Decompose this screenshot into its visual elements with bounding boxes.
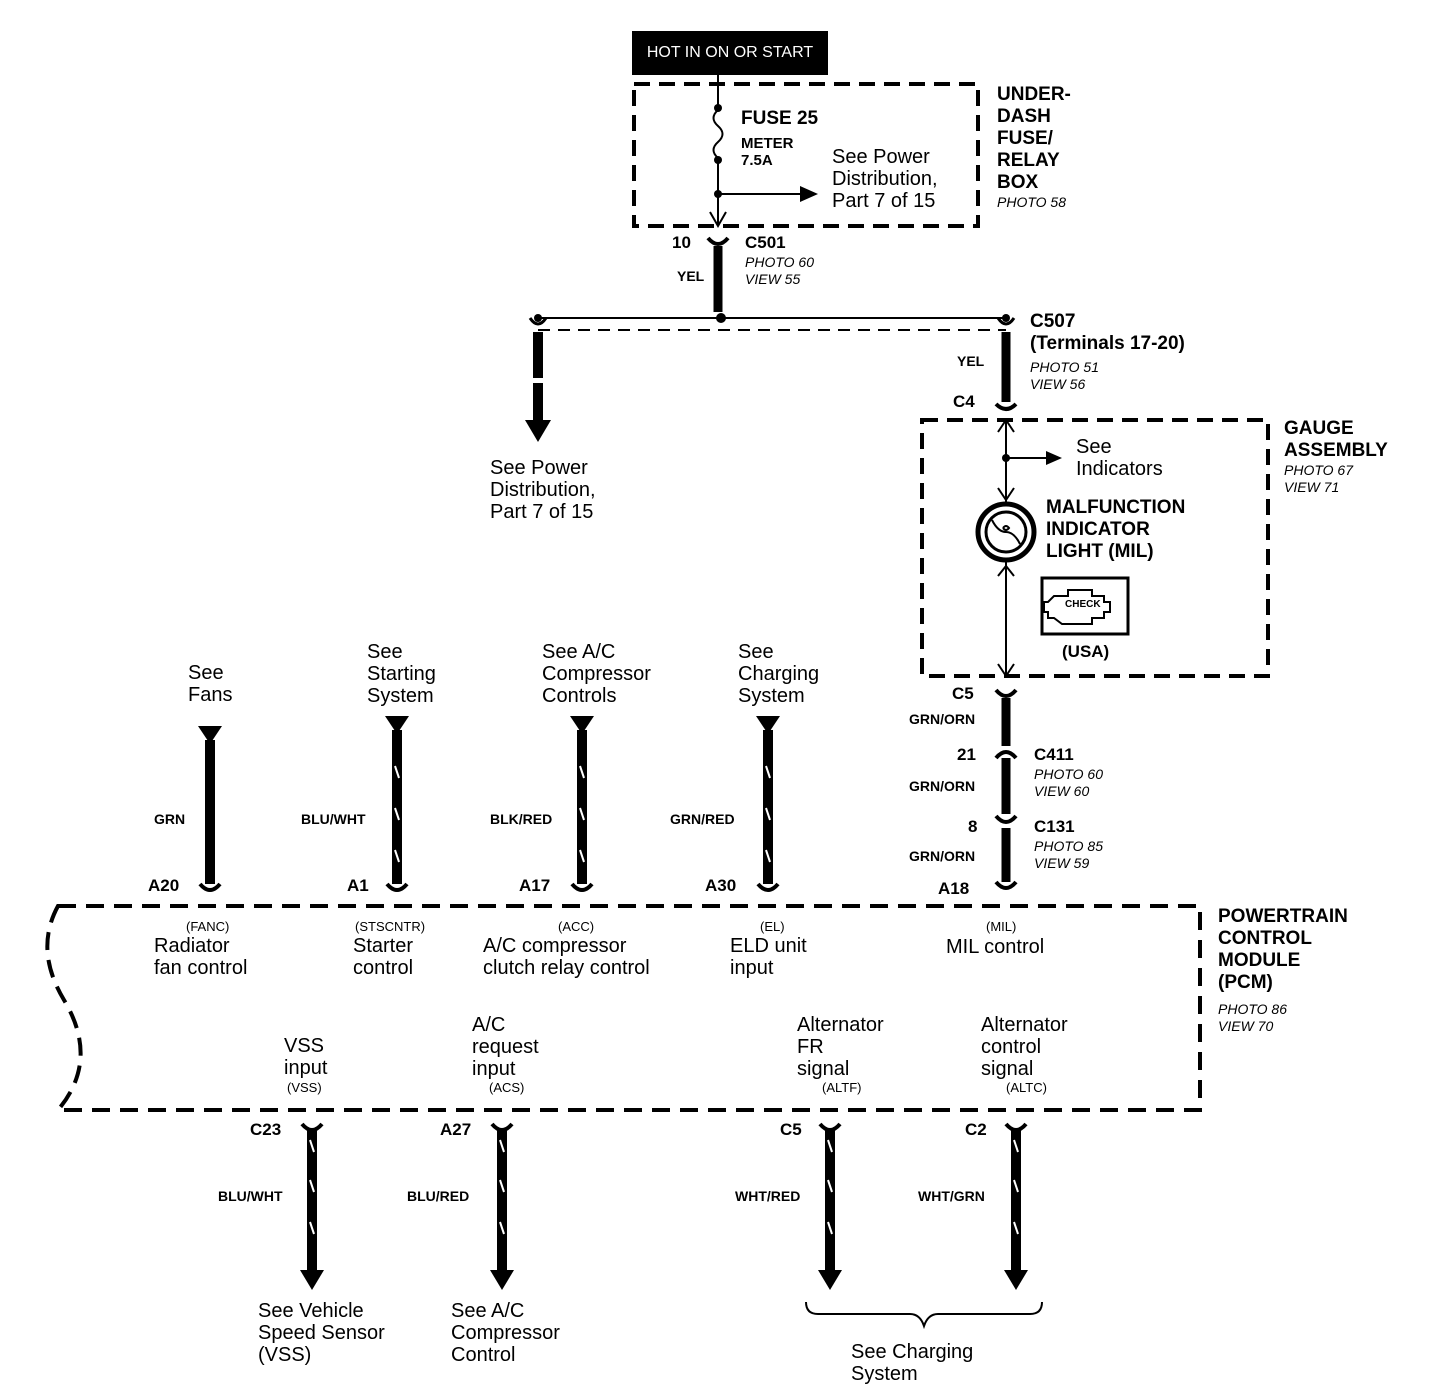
mil-control: MIL control <box>946 936 1045 958</box>
ac-clutch-relay-control: A/C compressor clutch relay control <box>483 935 650 979</box>
check-engine-text: CHECK <box>1065 599 1101 610</box>
check-engine-icon <box>1040 576 1130 636</box>
a27-pin: A27 <box>440 1120 472 1139</box>
c5-wire-color: GRN/ORN <box>909 711 976 727</box>
arrow-down-icon <box>300 1270 324 1290</box>
a1-wire-color: BLU/WHT <box>301 811 366 827</box>
a27-wire-color: BLU/RED <box>407 1188 470 1204</box>
underdash-fuse-box <box>632 82 980 228</box>
a18-pin: A18 <box>938 879 970 898</box>
c2-pin: C2 <box>965 1120 987 1139</box>
fuse-label: FUSE 25 <box>741 108 819 129</box>
c131-wire-color: GRN/ORN <box>909 848 976 864</box>
c501-label: C501 <box>745 233 786 252</box>
charging-system-ref-top: See Charging System <box>738 641 820 707</box>
vss-abbr: (VSS) <box>287 1080 322 1095</box>
wire-c2 <box>1004 1122 1028 1290</box>
altc-abbr: (ALTC) <box>1006 1080 1047 1095</box>
pcm-outline <box>45 904 1202 1112</box>
starter-control: Starter control <box>353 935 414 979</box>
ac-request-input: A/C request input <box>472 1014 539 1080</box>
starting-system-ref: See Starting System <box>367 641 436 707</box>
vss-ref: See Vehicle Speed Sensor (VSS) <box>258 1300 385 1366</box>
usa-label: (USA) <box>1062 642 1110 661</box>
charging-brace <box>805 1301 1043 1330</box>
wire-c23 <box>300 1122 324 1290</box>
arrow-down-icon <box>818 1270 842 1290</box>
a17-pin: A17 <box>519 876 551 895</box>
arrow-down-icon <box>525 420 551 442</box>
a1-pin: A1 <box>347 876 369 895</box>
c411-label: C411 <box>1034 745 1074 764</box>
c5-connector-label: C5 <box>952 684 974 703</box>
underdash-title: UNDER- DASH FUSE/ RELAY BOX <box>997 84 1071 193</box>
pcm-ref: PHOTO 86 VIEW 70 <box>1218 1001 1287 1034</box>
a30-wire-color: GRN/RED <box>670 811 735 827</box>
alternator-control-signal: Alternator control signal <box>981 1014 1068 1080</box>
c411-ref: PHOTO 60 VIEW 60 <box>1034 766 1103 799</box>
eld-unit-input: ELD unit input <box>730 935 807 979</box>
c507-ref: PHOTO 51 VIEW 56 <box>1030 359 1099 392</box>
c411-pin: 21 <box>957 745 976 764</box>
a20-pin: A20 <box>148 876 180 895</box>
gauge-assembly-box <box>920 418 1270 678</box>
radiator-fan-control: Radiator fan control <box>154 935 248 979</box>
acs-abbr: (ACS) <box>489 1080 525 1095</box>
acc-abbr: (ACC) <box>558 919 595 934</box>
underdash-photo: PHOTO 58 <box>997 194 1066 210</box>
c507-wire-color: YEL <box>957 353 985 369</box>
c23-pin: C23 <box>250 1120 282 1139</box>
fans-ref: See Fans <box>188 662 233 706</box>
fuse-symbol <box>712 109 724 159</box>
a20-wire-color: GRN <box>154 811 186 827</box>
altf-abbr: (ALTF) <box>822 1080 862 1095</box>
mil-abbr: (MIL) <box>986 919 1017 934</box>
mil-bulb-icon <box>975 501 1037 563</box>
stscntr-abbr: (STSCNTR) <box>355 919 426 934</box>
vss-input: VSS input <box>284 1035 328 1079</box>
c501-connector-icon <box>706 236 730 246</box>
wire-a30 <box>756 716 780 892</box>
c2-wire-color: WHT/GRN <box>918 1188 985 1204</box>
c507-label: C507 (Terminals 17-20) <box>1030 311 1185 354</box>
wire-c5 <box>818 1122 842 1290</box>
a17-wire-color: BLK/RED <box>490 811 553 827</box>
alternator-fr-signal: Alternator FR signal <box>797 1014 884 1080</box>
fanc-abbr: (FANC) <box>186 919 230 934</box>
hot-in-on-or-start-label: HOT IN ON OR START <box>632 31 828 75</box>
el-abbr: (EL) <box>760 919 785 934</box>
arrow-down-icon <box>490 1270 514 1290</box>
c4-label: C4 <box>953 392 975 411</box>
c131-label: C131 <box>1034 817 1075 836</box>
fuse-rating: METER 7.5A <box>741 135 794 169</box>
wire-a20 <box>198 726 222 892</box>
wire-a17 <box>570 716 594 892</box>
arrow-down-icon <box>1004 1270 1028 1290</box>
arrow-right-icon <box>1046 451 1062 465</box>
c5-wire-color-bottom: WHT/RED <box>735 1188 801 1204</box>
c501-wire-color: YEL <box>677 268 705 284</box>
a30-pin: A30 <box>705 876 737 895</box>
wire-a1 <box>385 716 409 892</box>
c501-pin: 10 <box>672 233 691 252</box>
wire-a27 <box>490 1122 514 1290</box>
ac-compressor-control-ref: See A/C Compressor Control <box>451 1300 560 1366</box>
c131-pin: 8 <box>968 817 978 836</box>
c131-ref: PHOTO 85 VIEW 59 <box>1034 838 1103 871</box>
power-distribution-ref-2: See Power Distribution, Part 7 of 15 <box>490 457 596 523</box>
gauge-assembly-title: GAUGE ASSEMBLY <box>1284 418 1388 461</box>
see-indicators-ref: See Indicators <box>1076 436 1163 480</box>
gauge-assembly-ref: PHOTO 67 VIEW 71 <box>1284 462 1353 495</box>
c501-ref: PHOTO 60 VIEW 55 <box>745 254 814 287</box>
pcm-title: POWERTRAIN CONTROL MODULE (PCM) <box>1218 906 1348 993</box>
arrow-right-icon <box>800 186 818 202</box>
mil-title: MALFUNCTION INDICATOR LIGHT (MIL) <box>1046 497 1186 562</box>
c5-pin: C5 <box>780 1120 802 1139</box>
ac-compressor-controls-ref: See A/C Compressor Controls <box>542 641 651 707</box>
power-distribution-ref-1: See Power Distribution, Part 7 of 15 <box>832 146 938 212</box>
c411-wire-color: GRN/ORN <box>909 778 976 794</box>
c23-wire-color: BLU/WHT <box>218 1188 283 1204</box>
charging-system-ref-bottom: See Charging System <box>851 1341 974 1385</box>
